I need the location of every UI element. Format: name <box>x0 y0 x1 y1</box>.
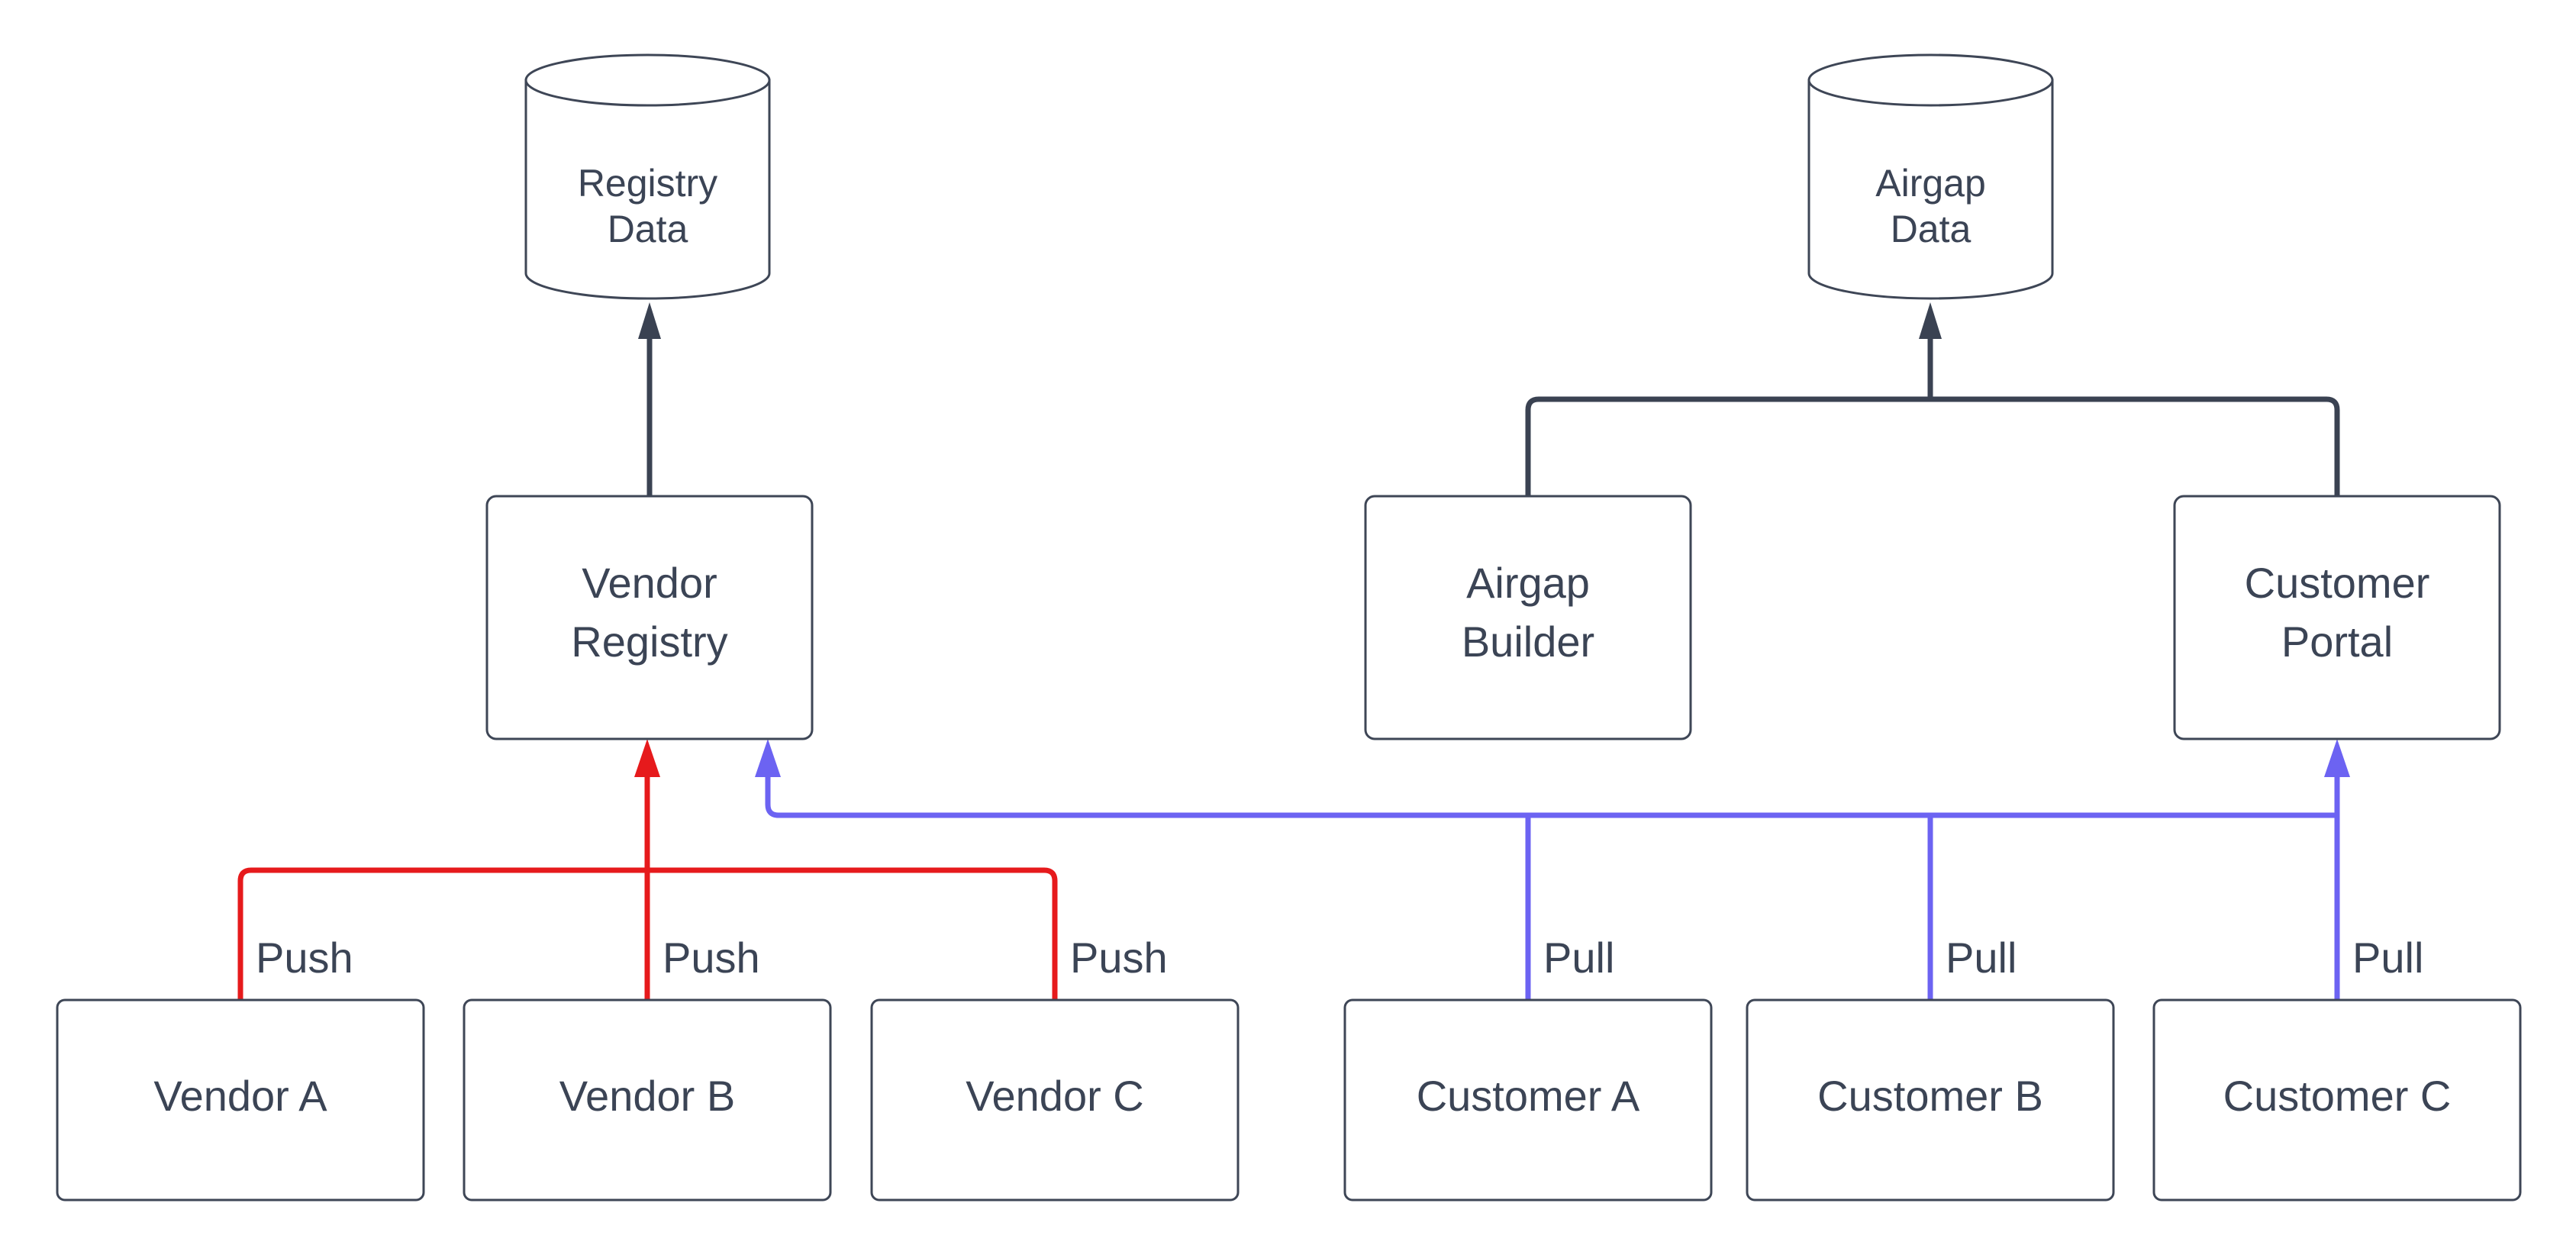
edge-builder-and-portal-to-airgap-data <box>1525 302 2340 496</box>
node-label: Data <box>608 208 688 250</box>
node-label: Customer <box>2245 559 2430 607</box>
node-label: Registry <box>571 618 727 666</box>
node-box <box>1364 495 1692 740</box>
edge-vendor-registry-to-registry-data <box>638 302 661 496</box>
cylinder-body <box>524 79 771 300</box>
edge-label-pull-customer-c: Pull <box>2352 934 2423 982</box>
node-airgap-data: Airgap Data <box>1807 53 2054 300</box>
node-box <box>463 998 832 1202</box>
node-label: Airgap <box>1466 559 1590 607</box>
cylinder-body <box>1807 79 2054 300</box>
arrowhead-up-icon <box>755 739 781 777</box>
connector-line <box>1525 396 2340 496</box>
node-box <box>485 495 814 740</box>
node-airgap-builder: Airgap Builder <box>1364 495 1692 740</box>
node-label: Customer B <box>1817 1072 2043 1120</box>
node-label: Portal <box>2281 618 2393 666</box>
edge-label-pull-customer-b: Pull <box>1946 934 2017 982</box>
node-label: Customer A <box>1417 1072 1640 1120</box>
node-label: Customer C <box>2223 1072 2452 1120</box>
node-vendor-c: Vendor C <box>870 998 1240 1202</box>
edge-label-push-vendor-c: Push <box>1070 934 1168 982</box>
connector-line <box>765 774 2337 818</box>
node-box <box>870 998 1240 1202</box>
edge-label-pull-customer-a: Pull <box>1543 934 1614 982</box>
node-label: Builder <box>1462 618 1594 666</box>
node-customer-portal: Customer Portal <box>2173 495 2501 740</box>
node-registry-data: Registry Data <box>524 53 771 300</box>
node-label: Registry <box>578 162 717 205</box>
edge-vendors-push-to-vendor-registry <box>237 739 1058 1000</box>
node-vendor-b: Vendor B <box>463 998 832 1202</box>
arrowhead-up-icon <box>634 739 660 777</box>
node-box <box>1343 998 1713 1202</box>
edge-label-push-vendor-b: Push <box>663 934 760 982</box>
arrowhead-up-icon <box>1919 302 1942 339</box>
cylinder-top <box>524 53 771 107</box>
arrowhead-up-icon <box>2324 739 2350 777</box>
node-customer-a: Customer A <box>1343 998 1713 1202</box>
node-customer-b: Customer B <box>1746 998 2115 1202</box>
node-label: Vendor C <box>966 1072 1144 1120</box>
node-vendor-a: Vendor A <box>56 998 425 1202</box>
node-box <box>2152 998 2522 1202</box>
edge-customers-pull-to-portal-and-registry <box>755 739 2350 1000</box>
node-label: Data <box>1891 208 1971 250</box>
node-customer-c: Customer C <box>2152 998 2522 1202</box>
cylinder-top <box>1807 53 2054 107</box>
node-label: Airgap <box>1875 162 1986 205</box>
node-box <box>56 998 425 1202</box>
node-label: Vendor A <box>153 1072 327 1120</box>
node-box <box>2173 495 2501 740</box>
node-box <box>1746 998 2115 1202</box>
node-vendor-registry: Vendor Registry <box>485 495 814 740</box>
node-label: Vendor B <box>559 1072 735 1120</box>
node-label: Vendor <box>582 559 717 607</box>
arrowhead-up-icon <box>638 302 661 339</box>
edge-label-push-vendor-a: Push <box>256 934 353 982</box>
